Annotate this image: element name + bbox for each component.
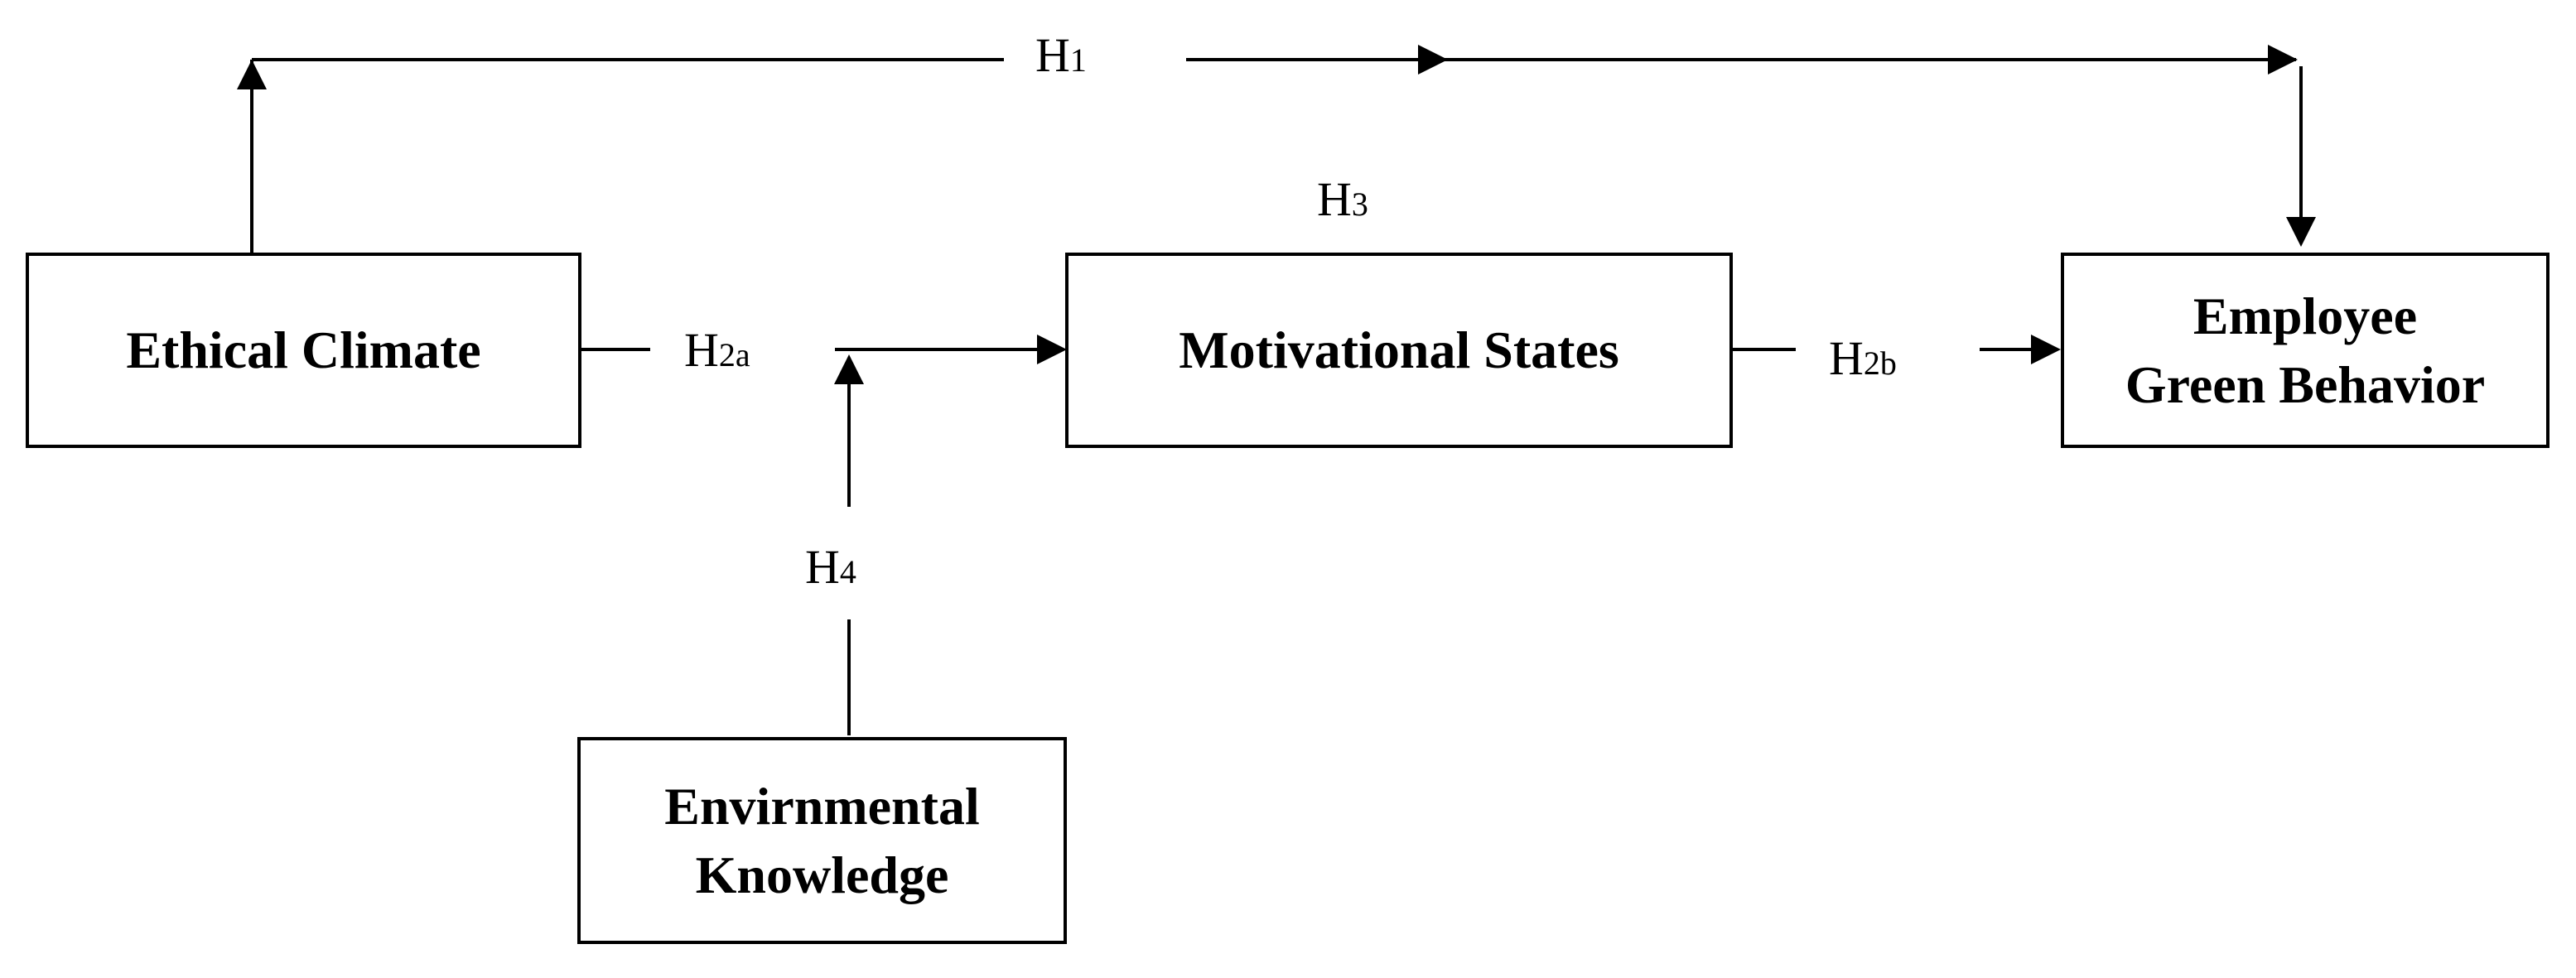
h2b-label: H2b [1829,331,1897,385]
environmental-knowledge-box: Envirnmental Knowledge [577,737,1067,944]
employee-green-behavior-label-line1: Employee [2192,286,2418,345]
ethical-climate-box: Ethical Climate [26,253,581,448]
employee-green-behavior-box: Employee Green Behavior [2061,253,2549,448]
h1-arrow-up-head [237,60,267,89]
h1-arrow-down-head [2286,217,2316,247]
employee-green-behavior-label-line2: Green Behavior [2125,355,2486,414]
h4-arrow-head [834,354,864,384]
ethical-climate-label: Ethical Climate [126,320,481,380]
h1-arrow-mid-head [1418,45,1448,75]
h1-arrow-right-head [2268,45,2298,75]
h2a-arrow-head [1037,335,1067,364]
environmental-knowledge-label-line2: Knowledge [695,846,949,904]
h1-label: H1 [1035,28,1087,82]
motivational-states-label: Motivational States [1179,320,1619,380]
h2a-label: H2a [684,323,750,377]
h4-label: H4 [805,540,856,594]
h2b-arrow-head [2031,335,2061,364]
motivational-states-box: Motivational States [1065,253,1733,448]
environmental-knowledge-label-line1: Envirnmental [664,776,980,836]
h3-label: H3 [1317,172,1368,226]
